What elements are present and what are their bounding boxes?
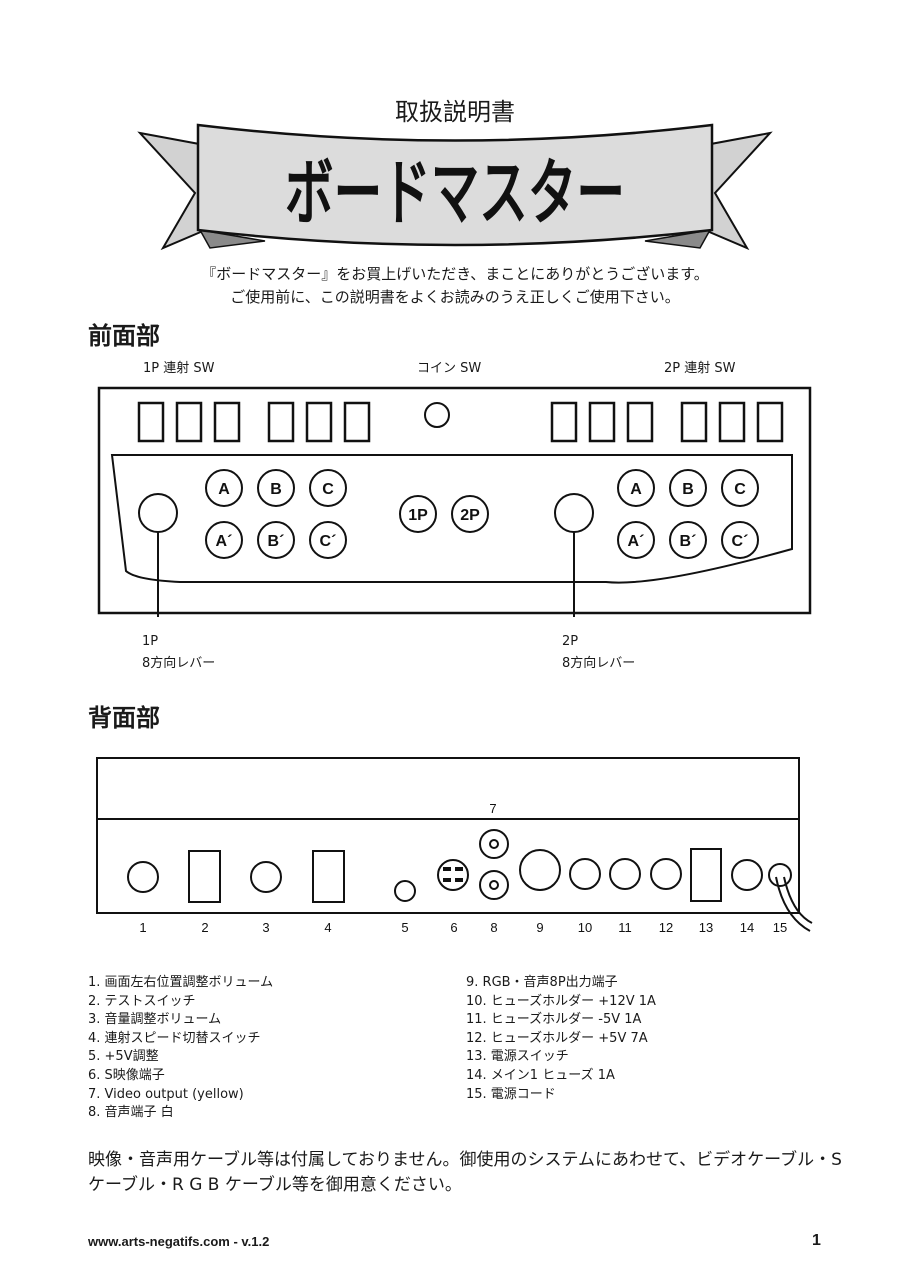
label-1p-rapid-sw: 1P 連射 SW <box>143 361 215 376</box>
2p-rapid-switches <box>550 401 784 443</box>
back-num-9: 9 <box>536 920 543 935</box>
legend-item: 13. 電源スイッチ <box>466 1049 569 1065</box>
product-title: ボードマスター <box>285 151 625 235</box>
lever-1p-desc: 8方向レバー <box>142 656 216 671</box>
legend-item: 1. 画面左右位置調整ボリューム <box>88 975 274 990</box>
legend-item: 12. ヒューズホルダー +5V 7A <box>466 1030 648 1046</box>
back-num-1: 1 <box>139 920 146 935</box>
start-button-1p: 1P <box>408 507 428 524</box>
back-panel-diagram: 7 1 2 3 4 5 6 8 9 10 11 12 13 14 <box>96 757 813 935</box>
coin-switch <box>424 402 450 428</box>
1p-button-a: A <box>218 481 230 498</box>
front-panel-diagram: A B C A´ B´ C´ 1P 2P A B C A´ B´ C´ <box>97 386 812 617</box>
label-coin-sw: コイン SW <box>417 361 482 376</box>
back-num-12: 12 <box>659 920 673 935</box>
back-section-heading: 背面部 <box>88 704 160 732</box>
fuse-12v <box>569 858 601 890</box>
lever-1p-label: 1P <box>142 634 159 649</box>
1p-joystick <box>138 493 178 533</box>
title-banner: ボードマスター <box>137 123 773 251</box>
2p-button-a2: A´ <box>628 533 645 550</box>
legend-item: 9. RGB・音声8P出力端子 <box>466 975 618 990</box>
2p-button-a: A <box>630 481 642 498</box>
main-fuse <box>731 859 763 891</box>
legend-item: 2. テストスイッチ <box>88 993 196 1009</box>
start-button-2p: 2P <box>460 507 480 524</box>
1p-button-a2: A´ <box>216 533 233 550</box>
power-cord <box>775 876 811 932</box>
cable-note: 映像・音声用ケーブル等は付属しておりません。御使用のシステムにあわせて、ビデオケ… <box>88 1150 842 1195</box>
legend-item: 6. S映像端子 <box>88 1067 165 1083</box>
legend-item: 5. +5V調整 <box>88 1049 159 1065</box>
power-switch <box>690 848 722 902</box>
back-num-13: 13 <box>699 920 713 935</box>
intro-line-1: 『ボードマスター』をお買上げいただき、まことにありがとうございます。 <box>201 265 709 283</box>
back-num-15: 15 <box>773 920 787 935</box>
2p-button-b2: B´ <box>680 533 697 550</box>
volume-knob <box>250 861 282 893</box>
test-switch <box>188 850 221 903</box>
1p-button-c: C <box>322 481 334 498</box>
back-num-8: 8 <box>490 920 497 935</box>
back-num-4: 4 <box>324 920 331 935</box>
legend-item: 10. ヒューズホルダー +12V 1A <box>466 993 656 1009</box>
2p-button-c: C <box>734 481 746 498</box>
back-num-14: 14 <box>740 920 754 935</box>
legend-item: 4. 連射スピード切替スイッチ <box>88 1030 261 1046</box>
audio-jack-white <box>479 870 509 900</box>
back-num-10: 10 <box>578 920 592 935</box>
2p-button-b: B <box>682 481 694 498</box>
s-video-port <box>437 859 469 891</box>
back-num-3: 3 <box>262 920 269 935</box>
rgb-8p-connector <box>519 849 561 891</box>
video-output-jack <box>479 829 509 859</box>
legend-right: 9. RGB・音声8P出力端子 10. ヒューズホルダー +12V 1A 11.… <box>466 974 656 1104</box>
legend-item: 7. Video output (yellow) <box>88 1086 244 1102</box>
front-panel-outline <box>97 386 812 615</box>
legend-left: 1. 画面左右位置調整ボリューム 2. テストスイッチ 3. 音量調整ボリューム… <box>88 974 273 1123</box>
rapid-speed-switch <box>312 850 345 903</box>
legend-item: 3. 音量調整ボリューム <box>88 1012 222 1028</box>
label-2p-rapid-sw: 2P 連射 SW <box>664 361 736 376</box>
footer-url[interactable]: www.arts-negatifs.com - v.1.2 <box>88 1234 270 1249</box>
lever-2p-desc: 8方向レバー <box>562 656 636 671</box>
front-section-heading: 前面部 <box>88 322 160 350</box>
document-subtitle: 取扱説明書 <box>395 98 515 126</box>
back-num-5: 5 <box>401 920 408 935</box>
1p-button-b: B <box>270 481 282 498</box>
lever-2p-label: 2P <box>562 634 579 649</box>
control-deck-outline <box>110 454 793 584</box>
legend-item: 14. メイン1 ヒューズ 1A <box>466 1067 615 1083</box>
fuse-5v <box>650 858 682 890</box>
page-number: 1 <box>812 1232 821 1249</box>
legend-item: 15. 電源コード <box>466 1086 556 1102</box>
legend-item: 8. 音声端子 白 <box>88 1105 174 1121</box>
h-position-knob <box>127 861 159 893</box>
intro-line-2: ご使用前に、この説明書をよくお読みのうえ正しくご使用下さい。 <box>230 288 680 306</box>
back-num-2: 2 <box>201 920 208 935</box>
label-video-output: 7 <box>489 801 496 816</box>
1p-rapid-switches <box>137 401 371 443</box>
power-cord-port <box>768 863 792 887</box>
back-panel-outline <box>96 757 800 914</box>
2p-joystick <box>554 493 594 533</box>
1p-button-b2: B´ <box>268 533 285 550</box>
back-num-11: 11 <box>618 920 632 935</box>
1p-button-c2: C´ <box>320 533 337 550</box>
legend-item: 11. ヒューズホルダー -5V 1A <box>466 1012 642 1028</box>
fuse-minus5v <box>609 858 641 890</box>
2p-button-c2: C´ <box>732 533 749 550</box>
back-num-6: 6 <box>450 920 457 935</box>
5v-adjust <box>394 880 416 902</box>
